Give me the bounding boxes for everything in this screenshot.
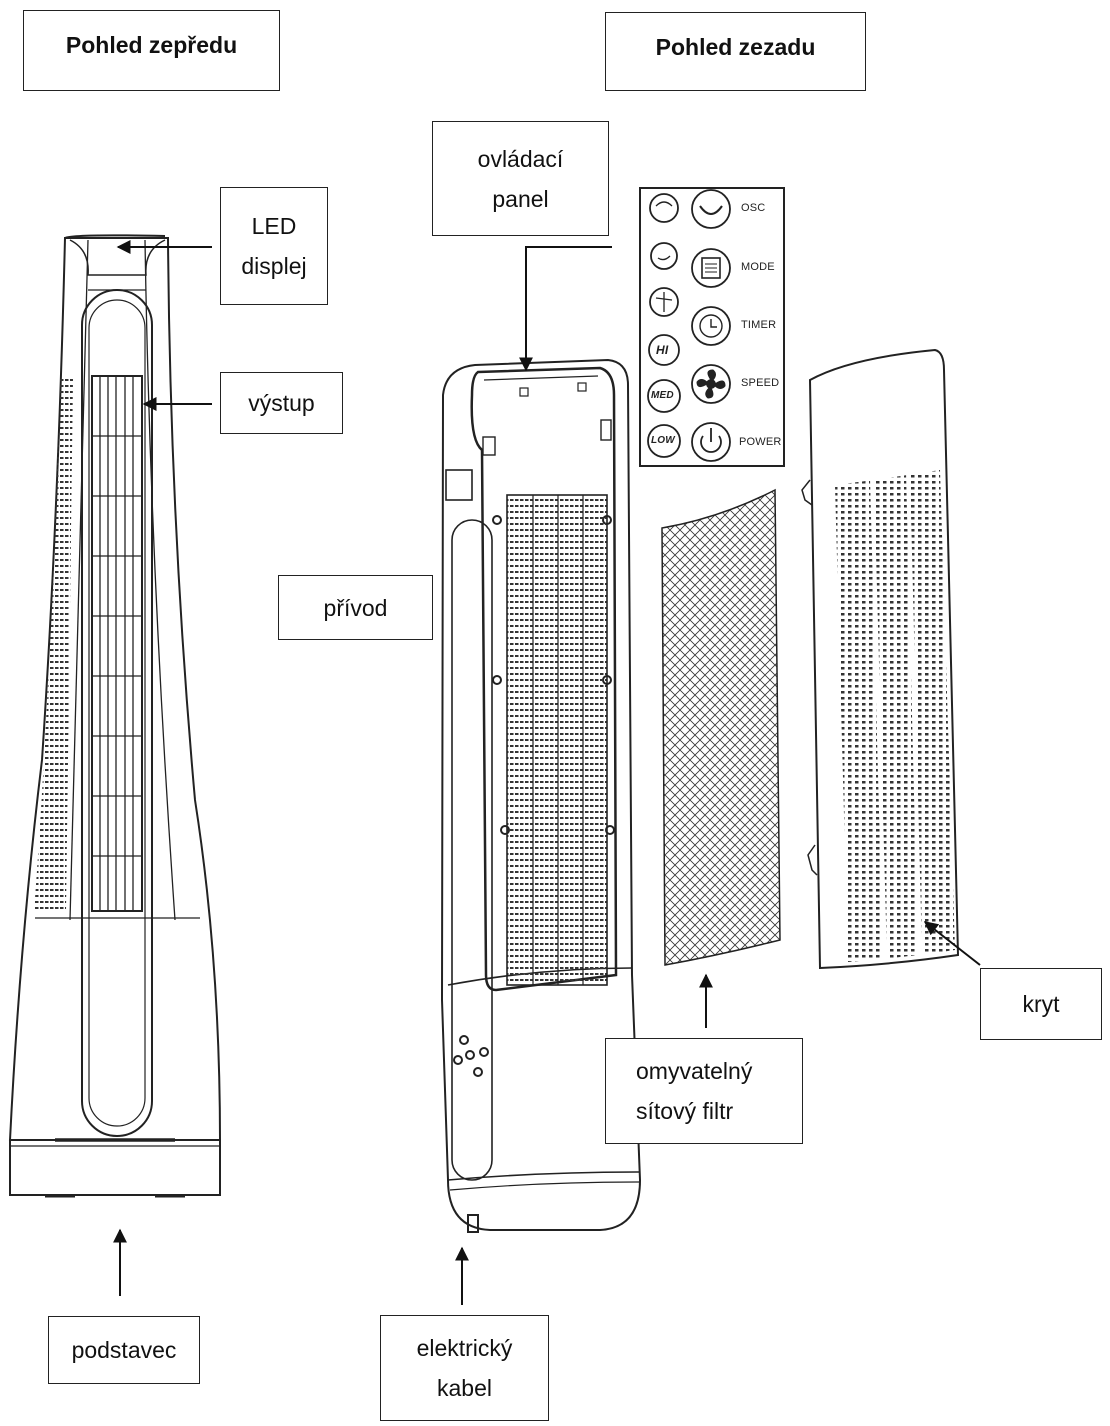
led-display-label: LED displej xyxy=(220,187,328,305)
back-view-title: Pohled zezadu xyxy=(605,12,866,91)
control-panel xyxy=(639,187,785,467)
base-text: podstavec xyxy=(71,1337,177,1363)
arrows xyxy=(113,240,981,1305)
timer-label: TIMER xyxy=(741,319,777,331)
osc-label: OSC xyxy=(741,202,766,214)
cover-text: kryt xyxy=(1022,991,1060,1017)
intake-text: přívod xyxy=(323,594,388,621)
mode-label: MODE xyxy=(741,261,775,273)
filter-line2: sítový filtr xyxy=(636,1098,734,1124)
power-label: POWER xyxy=(739,436,782,448)
hi-indicator: HI xyxy=(656,343,669,357)
led-line1: LED xyxy=(251,213,297,239)
back-intake-grille xyxy=(506,494,608,986)
filter-label: omyvatelný sítový filtr xyxy=(605,1038,803,1144)
low-indicator: LOW xyxy=(651,435,675,446)
base-label: podstavec xyxy=(48,1316,200,1384)
cable-line1: elektrický xyxy=(416,1335,513,1361)
speed-label: SPEED xyxy=(741,377,780,389)
control-panel-label: ovládací panel xyxy=(432,121,609,236)
outlet-text: výstup xyxy=(248,390,315,416)
led-line2: displej xyxy=(241,253,307,279)
front-outlet-grille xyxy=(91,375,143,912)
front-view-title: Pohled zepředu xyxy=(23,10,280,91)
outlet-label: výstup xyxy=(220,372,343,434)
back-view-text: Pohled zezadu xyxy=(655,34,816,60)
cable-line2: kabel xyxy=(437,1375,492,1401)
front-tower xyxy=(8,234,222,1198)
filter-mesh xyxy=(661,488,781,966)
cover-label: kryt xyxy=(980,968,1102,1040)
cover-panel xyxy=(801,348,960,970)
front-view-text: Pohled zepředu xyxy=(65,32,238,58)
filter-line1: omyvatelný xyxy=(636,1058,753,1084)
control-line2: panel xyxy=(492,185,549,212)
intake-label: přívod xyxy=(278,575,433,640)
control-line1: ovládací xyxy=(477,145,564,172)
power-cable-label: elektrický kabel xyxy=(380,1315,549,1421)
med-indicator: MED xyxy=(651,390,674,401)
front-side-vents xyxy=(34,378,73,912)
